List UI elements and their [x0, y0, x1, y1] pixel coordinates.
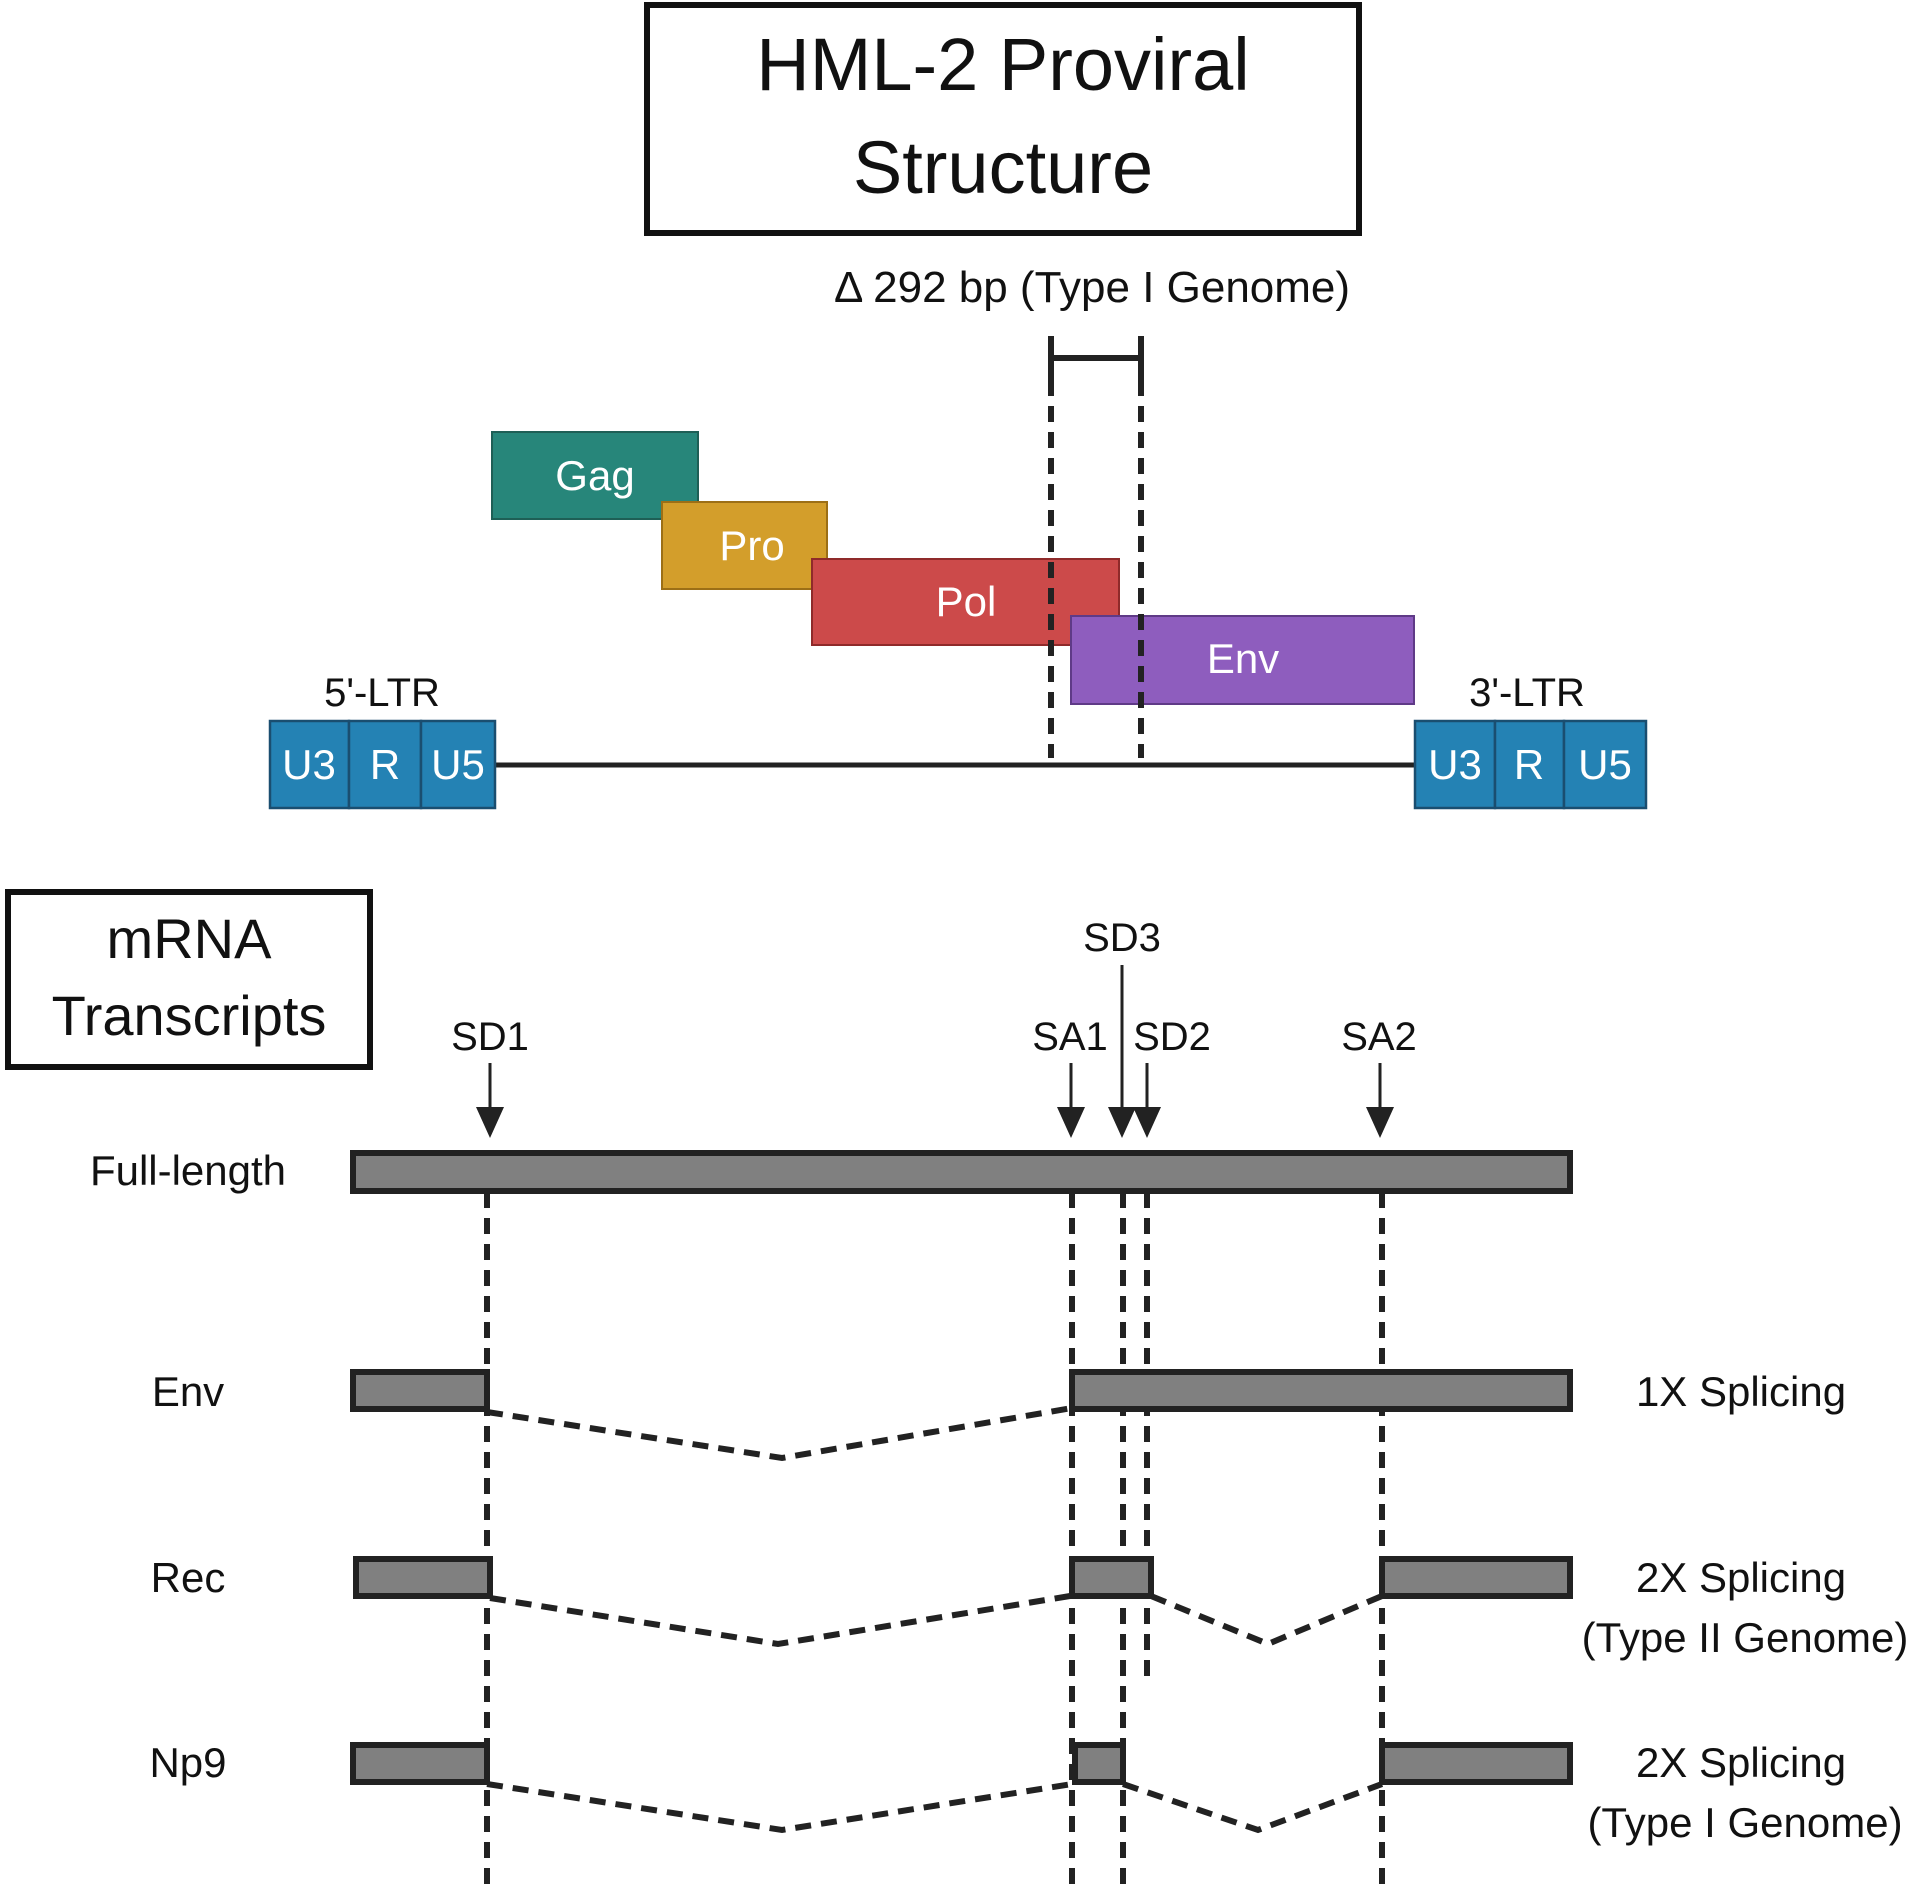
ltr3-label: 3'-LTR — [1469, 671, 1585, 715]
sd1-label: SD1 — [451, 1015, 529, 1059]
ltr5-u5-box — [419, 719, 497, 810]
mrna-line1: mRNA — [107, 907, 273, 970]
env-gene: Env — [1070, 615, 1415, 705]
sa2-arrow — [1366, 1063, 1394, 1138]
np9-intron-2 — [1122, 1781, 1384, 1834]
rec-splicing-note-2: (Type II Genome) — [1582, 1614, 1909, 1661]
np9-splicing-note-2: (Type I Genome) — [1587, 1799, 1902, 1846]
mrna-line2: Transcripts — [52, 984, 327, 1047]
ltr5: U3 R U5 — [268, 719, 497, 810]
sd3-label: SD3 — [1083, 916, 1161, 960]
pol-gene: Pol — [811, 558, 1120, 646]
rec-exon-3 — [1379, 1556, 1573, 1599]
sd2-label: SD2 — [1133, 1015, 1211, 1059]
np9-transcript-label: Np9 — [149, 1739, 226, 1786]
title-box — [644, 2, 1362, 236]
ltr3: U3 R U5 — [1413, 719, 1648, 810]
title-line2: Structure — [853, 126, 1153, 209]
full-length-label: Full-length — [90, 1147, 286, 1194]
sd3-arrow — [1108, 965, 1136, 1138]
env-splicing-note: 1X Splicing — [1636, 1368, 1846, 1415]
np9-splicing-note-1: 2X Splicing — [1636, 1739, 1846, 1786]
env-exon-1 — [350, 1369, 490, 1412]
np9-exon-2 — [1072, 1742, 1126, 1785]
rec-splicing-note-1: 2X Splicing — [1636, 1554, 1846, 1601]
rec-intron-1 — [489, 1593, 1071, 1648]
pro-label: Pro — [719, 522, 784, 569]
ltr5-r-box — [347, 719, 423, 810]
ltr5-r-label: R — [370, 741, 400, 788]
ltr5-u3-label: U3 — [282, 741, 336, 788]
mrna-box — [5, 889, 373, 1070]
ltr3-u5-box — [1562, 719, 1648, 810]
ltr3-u5-label: U5 — [1578, 741, 1632, 788]
rec-transcript-label: Rec — [151, 1554, 226, 1601]
pol-label: Pol — [936, 578, 997, 625]
gag-label: Gag — [555, 452, 634, 499]
ltr3-u3-label: U3 — [1428, 741, 1482, 788]
ltr5-label: 5'-LTR — [324, 671, 440, 715]
np9-intron-1 — [486, 1781, 1073, 1834]
pro-box — [661, 501, 828, 590]
np9-exon-1 — [350, 1742, 490, 1785]
sd1-arrow — [476, 1063, 504, 1138]
np9-exon-3 — [1379, 1742, 1573, 1785]
title-line1: HML-2 Proviral — [756, 23, 1249, 106]
pro-gene: Pro — [661, 501, 828, 590]
env-intron — [486, 1405, 1073, 1462]
full-length-exon — [350, 1150, 1573, 1194]
ltr3-u3-box — [1413, 719, 1497, 810]
env-box — [1070, 615, 1415, 705]
env-exon-2 — [1069, 1369, 1573, 1412]
env-label: Env — [1207, 635, 1279, 682]
ltr3-r-label: R — [1514, 741, 1544, 788]
deletion-label: Δ 292 bp (Type I Genome) — [834, 263, 1350, 312]
rec-exon-2 — [1069, 1556, 1154, 1599]
sd2-arrow — [1133, 1063, 1161, 1138]
sa2-label: SA2 — [1341, 1015, 1417, 1059]
env-transcript-label: Env — [152, 1368, 224, 1415]
sa1-arrow — [1057, 1063, 1085, 1138]
ltr3-r-box — [1493, 719, 1566, 810]
sa1-label: SA1 — [1032, 1015, 1108, 1059]
rec-exon-1 — [353, 1556, 493, 1599]
ltr5-u3-box — [268, 719, 351, 810]
pol-box — [811, 558, 1120, 646]
ltr5-u5-label: U5 — [431, 741, 485, 788]
rec-intron-2 — [1149, 1593, 1384, 1648]
